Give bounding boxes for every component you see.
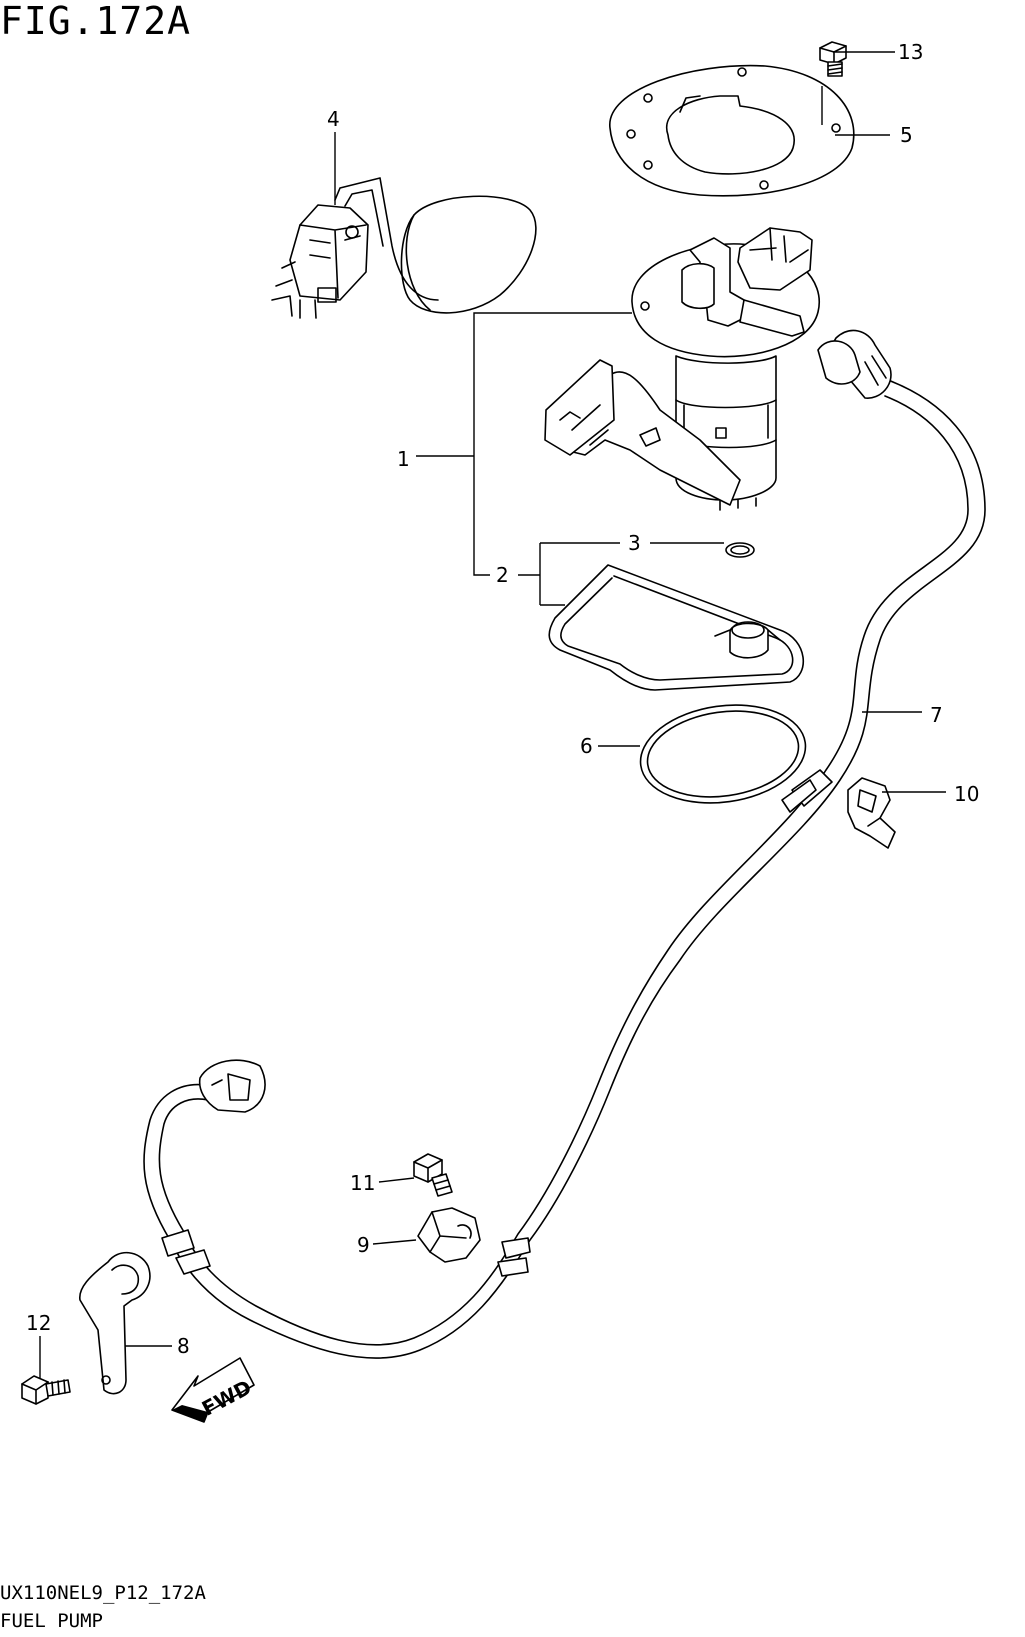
- callout-4: 4: [327, 107, 340, 131]
- bolt-part-12: [21, 1375, 71, 1405]
- o-ring-part-3: [725, 542, 755, 558]
- figure-code: UX110NEL9_P12_172A: [0, 1582, 206, 1604]
- callout-7: 7: [930, 703, 943, 727]
- bolt-part-13: [819, 41, 847, 77]
- leader-lines: [39, 51, 946, 1378]
- callout-10: 10: [954, 782, 979, 806]
- figure-title: FIG.172A: [0, 0, 192, 43]
- callout-11: 11: [350, 1171, 375, 1195]
- callout-1: 1: [397, 447, 410, 471]
- callout-2: 2: [496, 563, 509, 587]
- fuel-level-sender-part-4: [271, 177, 537, 319]
- gasket-part-6: [639, 704, 807, 804]
- fuel-filter-part-2: [548, 564, 804, 691]
- callout-3: 3: [628, 531, 641, 555]
- callout-6: 6: [580, 734, 593, 758]
- figure-name: FUEL PUMP: [0, 1610, 103, 1632]
- callout-numbers: 13 5 4 1 3 2 7 6 10 11 9 12 8: [26, 40, 979, 1358]
- clamp-part-9: [417, 1207, 481, 1263]
- callout-8: 8: [177, 1334, 190, 1358]
- bolt-part-11: [413, 1153, 453, 1197]
- callout-5: 5: [900, 123, 913, 147]
- callout-12: 12: [26, 1311, 51, 1335]
- hose-clip-part-10: [847, 777, 896, 849]
- forward-direction-arrow: FWD: [171, 1357, 255, 1423]
- callout-9: 9: [357, 1233, 370, 1257]
- callout-13: 13: [898, 40, 923, 64]
- fuel-pump-assembly-part-1: [544, 227, 820, 511]
- fuel-hose-part-7: [143, 329, 986, 1359]
- flange-plate-part-5: [609, 64, 855, 197]
- bracket-part-8: [79, 1251, 151, 1395]
